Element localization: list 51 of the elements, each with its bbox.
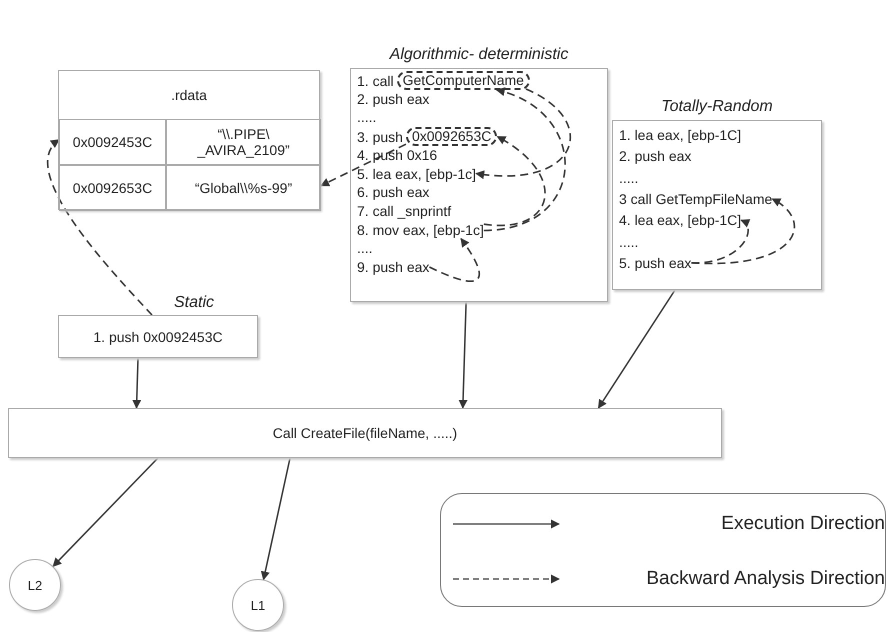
dashed-arrow	[429, 238, 480, 282]
code-line: .....	[619, 168, 638, 187]
code-line: 3. push	[357, 128, 403, 146]
code-line: 1. lea eax, [ebp-1C]	[619, 126, 742, 144]
table-cell: “\\.PIPE\ _AVIRA_2109”	[166, 119, 321, 165]
table-cell: “Global\\%s-99”	[166, 165, 321, 211]
arrow	[260, 458, 291, 580]
code-line: 8. mov eax, [ebp-1c]	[357, 220, 484, 239]
arrow	[458, 302, 468, 409]
call-bar	[8, 408, 722, 458]
code-line: ....	[357, 239, 373, 258]
code-token: GetComputerName	[402, 72, 524, 88]
section-heading: Totally-Random	[660, 97, 774, 117]
code-line: 5. push eax	[619, 254, 692, 272]
arrow	[598, 290, 676, 409]
dashed-arrow	[691, 198, 796, 264]
code-line: 2. push eax	[619, 147, 692, 166]
data-table	[58, 70, 320, 210]
dashed-arrow	[691, 220, 750, 264]
code-token: 0x0092653C	[412, 128, 492, 144]
code-line: 3 call GetTempFileName	[619, 190, 772, 208]
code-line: 9. push eax	[357, 258, 430, 276]
dashed-arrow	[484, 88, 566, 232]
dashed-arrow	[46, 139, 153, 316]
code-line: 1. call	[357, 72, 394, 90]
node-circle	[9, 559, 61, 611]
legend-text: Execution Direction	[721, 513, 885, 535]
arrow	[52, 457, 158, 567]
section-heading: Static	[174, 294, 214, 312]
code-line: 4. push 0x16	[357, 146, 438, 164]
code-line: Call CreateFile(fileName, .....)	[272, 425, 458, 441]
code-line: 2. push eax	[357, 90, 430, 108]
node-label: L2	[28, 578, 42, 592]
code-line: 7. call _snprintf	[357, 202, 452, 220]
code-line: .....	[357, 108, 376, 126]
code-line: 4. lea eax, [ebp-1C]	[619, 211, 742, 230]
dashed-arrow	[484, 136, 546, 226]
node-label: L1	[250, 598, 266, 612]
table-cell: 0x0092653C	[59, 165, 166, 211]
code-line: .....	[619, 232, 638, 250]
table-header: .rdata	[171, 87, 207, 103]
dashed-arrow	[320, 143, 406, 186]
dashed-arrow	[475, 88, 572, 179]
arrow	[132, 358, 142, 409]
code-line: 1. push 0x0092453C	[93, 328, 223, 344]
table-cell: 0x0092453C	[59, 119, 166, 165]
node-circle	[232, 579, 284, 631]
code-line: 6. push eax	[357, 183, 430, 202]
section-heading: Algorithmic- deterministic	[388, 45, 570, 65]
code-line: 5. lea eax, [ebp-1c]	[357, 164, 476, 182]
legend-text: Backward Analysis Direction	[646, 568, 885, 590]
